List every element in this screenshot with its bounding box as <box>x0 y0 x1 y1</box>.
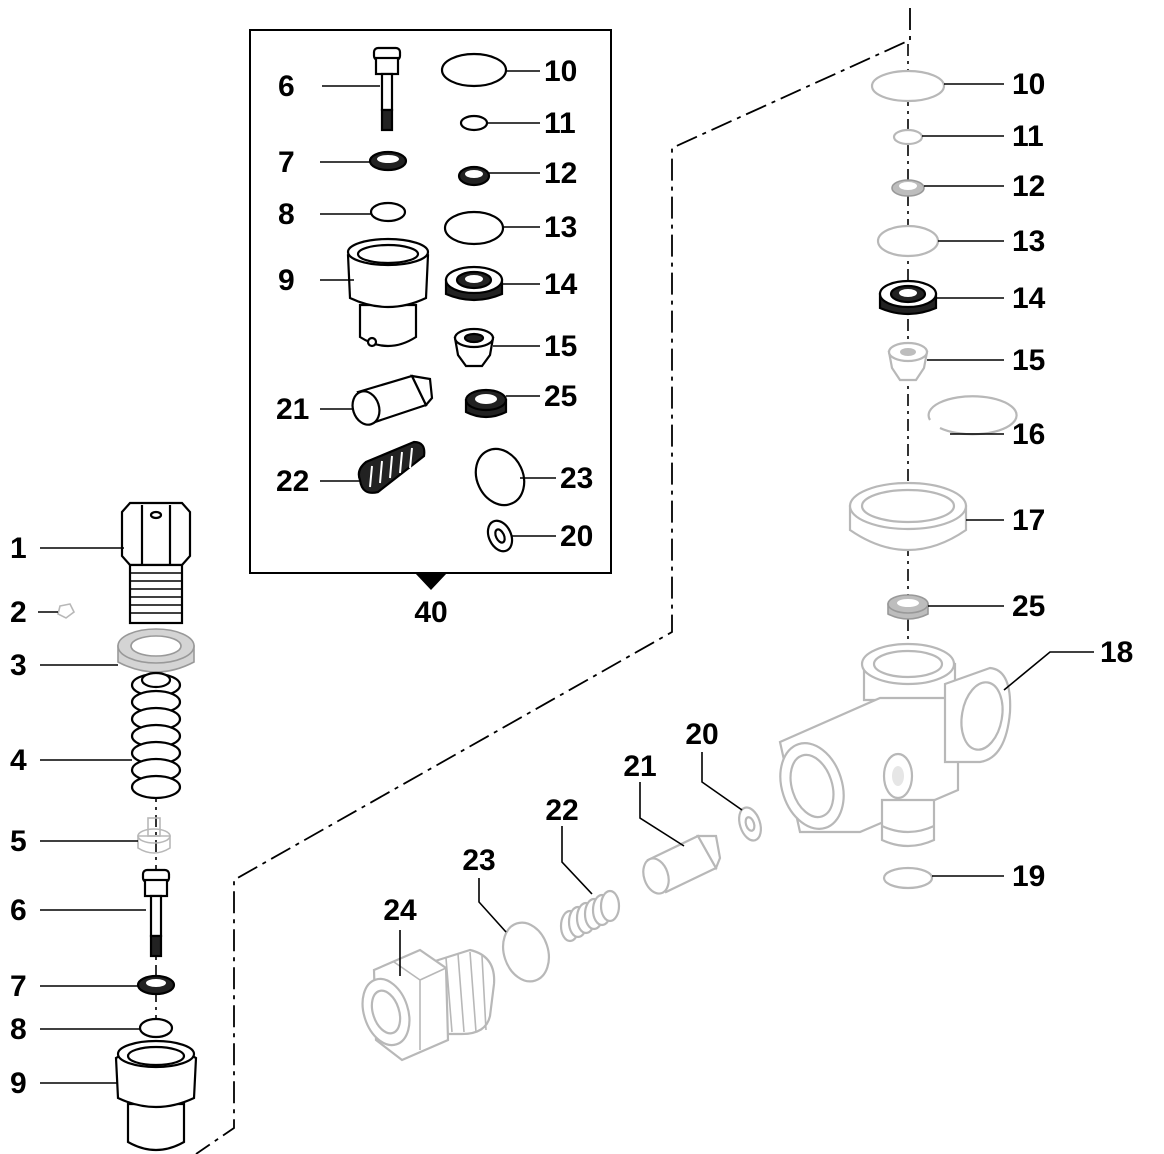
right-part-12-washer <box>891 179 925 197</box>
kit-pointer-arrow <box>415 573 447 590</box>
left-part-4-spring <box>130 671 182 800</box>
kit-label-14: 14 <box>544 268 578 301</box>
left-part-1-cap <box>120 501 192 625</box>
assembly-connector-line <box>195 8 911 1154</box>
right-label-10: 10 <box>1012 68 1045 101</box>
right-part-13-o-ring <box>876 224 940 258</box>
left-label-6: 6 <box>10 894 27 927</box>
bottom-part-20-washer <box>738 806 762 842</box>
right-part-15-seat <box>887 341 929 382</box>
kit-part-23-o-ring <box>474 447 526 507</box>
bottom-part-21-poppet <box>642 834 722 895</box>
left-part-3-ring <box>117 628 195 673</box>
right-label-17: 17 <box>1012 504 1045 537</box>
kit-box: 40 <box>249 29 612 629</box>
kit-part-12-washer <box>457 165 491 187</box>
kit-part-21-poppet <box>351 374 434 426</box>
right-part-16-snap-ring <box>927 395 1018 436</box>
left-part-8-o-ring <box>138 1017 174 1039</box>
right-label-18: 18 <box>1100 636 1133 669</box>
right-label-25: 25 <box>1012 590 1045 623</box>
left-label-1: 1 <box>10 532 27 565</box>
kit-label-9: 9 <box>278 264 295 297</box>
kit-label-13: 13 <box>544 211 577 244</box>
kit-label-8: 8 <box>278 198 295 231</box>
right-part-17-cap-ring <box>848 481 968 552</box>
right-label-13: 13 <box>1012 225 1045 258</box>
left-label-9: 9 <box>10 1067 27 1100</box>
right-label-16: 16 <box>1012 418 1045 451</box>
kit-part-22-spring <box>357 440 426 494</box>
left-part-6-pin <box>141 868 171 958</box>
kit-part-25-seal <box>464 388 508 419</box>
kit-label-10: 10 <box>544 55 577 88</box>
kit-part-6-pin <box>372 46 402 132</box>
kit-label-11: 11 <box>544 107 576 140</box>
kit-label-20: 20 <box>560 520 593 553</box>
left-part-5-guide <box>137 817 171 854</box>
right-part-11-o-ring <box>892 128 924 146</box>
kit-label-22: 22 <box>276 465 309 498</box>
left-part-9-nut <box>114 1039 198 1152</box>
right-label-11: 11 <box>1012 120 1044 153</box>
bottom-part-23-o-ring <box>502 921 550 983</box>
left-label-3: 3 <box>10 649 27 682</box>
kit-number-label: 40 <box>414 596 447 629</box>
bottom-label-20: 20 <box>685 718 718 751</box>
right-part-10-o-ring <box>870 69 946 103</box>
bottom-row: 24 23 22 21 20 <box>361 718 762 1062</box>
right-stack: 10 11 12 13 14 15 16 17 25 18 19 <box>778 44 1133 893</box>
kit-part-11-o-ring <box>459 114 489 132</box>
kit-label-7: 7 <box>278 146 295 179</box>
right-label-12: 12 <box>1012 170 1045 203</box>
left-label-8: 8 <box>10 1013 27 1046</box>
left-label-4: 4 <box>10 744 27 777</box>
kit-label-21: 21 <box>276 393 309 426</box>
bottom-label-21: 21 <box>623 750 656 783</box>
left-part-7-washer <box>136 974 176 996</box>
bottom-label-24: 24 <box>383 894 417 927</box>
bottom-part-24-fitting <box>361 948 496 1062</box>
kit-part-15-seat <box>453 327 495 368</box>
right-label-19: 19 <box>1012 860 1045 893</box>
right-part-18-valve-body <box>778 642 1012 848</box>
right-part-25-seal <box>887 594 929 620</box>
bottom-label-22: 22 <box>545 794 578 827</box>
left-stack: 1 2 3 4 5 6 7 8 9 <box>10 501 198 1152</box>
kit-part-9-nut <box>346 237 430 348</box>
right-part-14-seal <box>878 279 938 316</box>
left-part-2-ball <box>57 603 76 619</box>
left-label-5: 5 <box>10 825 27 858</box>
kit-part-14-seal <box>444 265 504 302</box>
right-label-14: 14 <box>1012 282 1046 315</box>
bottom-label-23: 23 <box>462 844 495 877</box>
kit-part-10-o-ring <box>440 52 508 88</box>
left-label-2: 2 <box>10 596 27 629</box>
bottom-part-22-spring <box>559 889 621 943</box>
kit-label-12: 12 <box>544 157 577 190</box>
kit-part-20-washer <box>486 519 514 553</box>
kit-part-13-o-ring <box>443 210 505 246</box>
left-label-7: 7 <box>10 970 27 1003</box>
right-label-15: 15 <box>1012 344 1045 377</box>
kit-label-15: 15 <box>544 330 577 363</box>
kit-label-25: 25 <box>544 380 577 413</box>
right-part-19-o-ring <box>882 866 934 890</box>
kit-part-7-washer <box>368 150 408 172</box>
kit-part-8-o-ring <box>369 201 407 223</box>
kit-label-6: 6 <box>278 70 295 103</box>
kit-label-23: 23 <box>560 462 593 495</box>
